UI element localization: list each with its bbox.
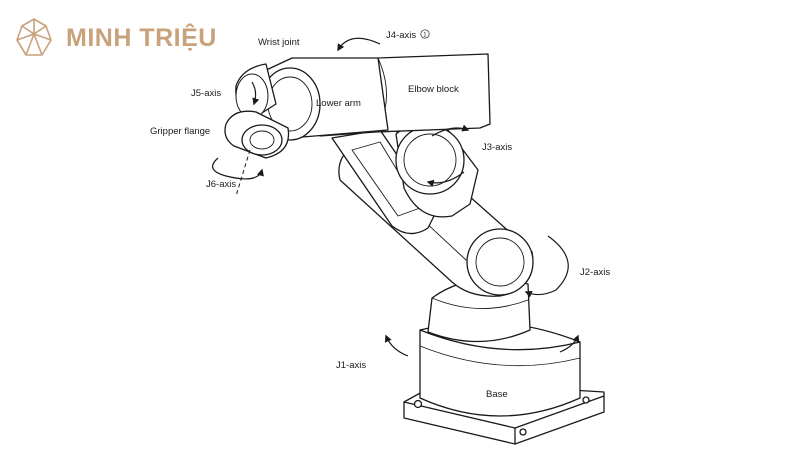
label-j1-axis: J1-axis	[336, 360, 366, 371]
j4-rotation-arrow	[337, 37, 381, 52]
brand-logo: MINH TRIỆU	[12, 16, 217, 60]
label-j3-axis: J3-axis	[482, 142, 512, 153]
j1-rotation-arrow-left	[384, 334, 409, 357]
j6-rotation-arrow	[211, 157, 264, 180]
label-lower-arm: Lower arm	[316, 98, 361, 109]
j3-rotation-arrow-bottom	[426, 171, 465, 187]
label-j2-axis: J2-axis	[580, 267, 610, 278]
forearm	[395, 122, 479, 218]
j1-rotation-arrow-right	[559, 334, 580, 353]
label-wrist-joint: Wrist joint	[258, 37, 300, 48]
label-gripper-flange: Gripper flange	[150, 126, 210, 137]
label-elbow-block: Elbow block	[408, 84, 459, 95]
label-j4-mark: 1	[423, 33, 427, 39]
label-base: Base	[486, 389, 508, 400]
gripper-flange	[224, 110, 290, 159]
label-j5-axis: J5-axis	[191, 88, 221, 99]
arm-brace	[331, 129, 437, 235]
brand-name: MINH TRIỆU	[66, 23, 217, 52]
j5-rotation-arrow	[251, 81, 260, 106]
label-j6-axis: J6-axis	[206, 179, 236, 190]
crystal-gem-icon	[16, 18, 52, 56]
j6-axis-line	[235, 149, 251, 197]
j2-rotation-arrow	[524, 235, 569, 298]
label-j4-axis: J4-axis	[386, 30, 416, 41]
j3-rotation-arrow-top	[431, 124, 470, 137]
